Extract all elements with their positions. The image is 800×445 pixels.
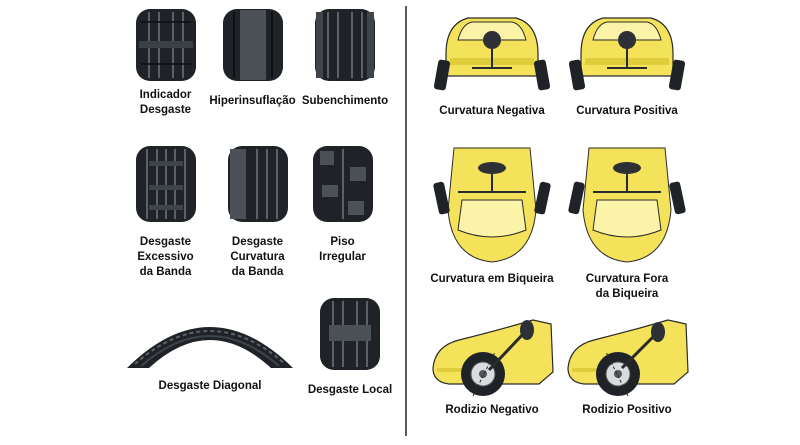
toe-out-image xyxy=(568,147,686,263)
irregular-tread-item: Piso Irregular xyxy=(295,145,390,265)
negative-caster-label: Rodizio Negativo xyxy=(445,404,539,416)
diagonal-wear-label: Desgaste Diagonal xyxy=(158,380,262,392)
camber-wear-label: Desgaste Curvatura da Banda xyxy=(230,236,285,278)
positive-caster-item: Rodizio Positivo xyxy=(552,312,702,418)
excess-wear-label: Desgaste Excessivo da Banda xyxy=(137,236,194,278)
local-wear-tire-image xyxy=(320,298,380,370)
local-wear-item: Desgaste Local xyxy=(300,297,400,398)
over-inflation-tire-image xyxy=(222,9,283,81)
diagonal-wear-item: Desgaste Diagonal xyxy=(120,312,300,394)
excess-wear-item: Desgaste Excessivo da Banda xyxy=(118,145,213,280)
indicator-wear-label: Indicador Desgaste xyxy=(139,89,192,116)
local-wear-label: Desgaste Local xyxy=(307,384,393,396)
irregular-tread-label: Piso Irregular xyxy=(319,236,366,263)
camber-wear-item: Desgaste Curvatura da Banda xyxy=(210,145,305,280)
under-inflation-tire-image xyxy=(315,9,375,81)
camber-wear-tire-image xyxy=(227,146,288,222)
over-inflation-item: Hiperinsuflação xyxy=(195,8,310,109)
toe-out-label: Curvatura Fora da Biqueira xyxy=(585,273,669,300)
negative-caster-item: Rodizio Negativo xyxy=(417,312,567,418)
positive-camber-image xyxy=(568,17,686,91)
alignment-panel: Curvatura Negativa Curvatura Positiva Cu… xyxy=(407,0,800,445)
toe-in-item: Curvatura em Biqueira xyxy=(417,140,567,287)
indicator-wear-item: Indicador Desgaste xyxy=(118,8,213,118)
irregular-tread-tire-image xyxy=(312,146,373,222)
tire-wear-panel: Indicador Desgaste Hiperinsuflação Suben… xyxy=(118,8,400,398)
under-inflation-item: Subenchimento xyxy=(290,8,400,109)
positive-caster-label: Rodizio Positivo xyxy=(582,404,672,416)
toe-in-image xyxy=(433,147,551,263)
excess-wear-tire-image xyxy=(135,146,196,222)
indicator-wear-tire-image xyxy=(135,9,196,81)
toe-in-label: Curvatura em Biqueira xyxy=(430,273,554,285)
over-inflation-label: Hiperinsuflação xyxy=(209,95,296,107)
negative-caster-image xyxy=(432,319,554,397)
negative-camber-image xyxy=(433,17,551,91)
toe-out-item: Curvatura Fora da Biqueira xyxy=(552,140,702,302)
positive-camber-item: Curvatura Positiva xyxy=(552,10,702,119)
negative-camber-label: Curvatura Negativa xyxy=(439,105,545,117)
diagonal-wear-tire-image xyxy=(127,327,293,368)
negative-camber-item: Curvatura Negativa xyxy=(417,10,567,119)
positive-camber-label: Curvatura Positiva xyxy=(576,105,678,117)
panel-divider xyxy=(405,6,407,436)
under-inflation-label: Subenchimento xyxy=(301,95,389,107)
positive-caster-image xyxy=(567,319,689,397)
